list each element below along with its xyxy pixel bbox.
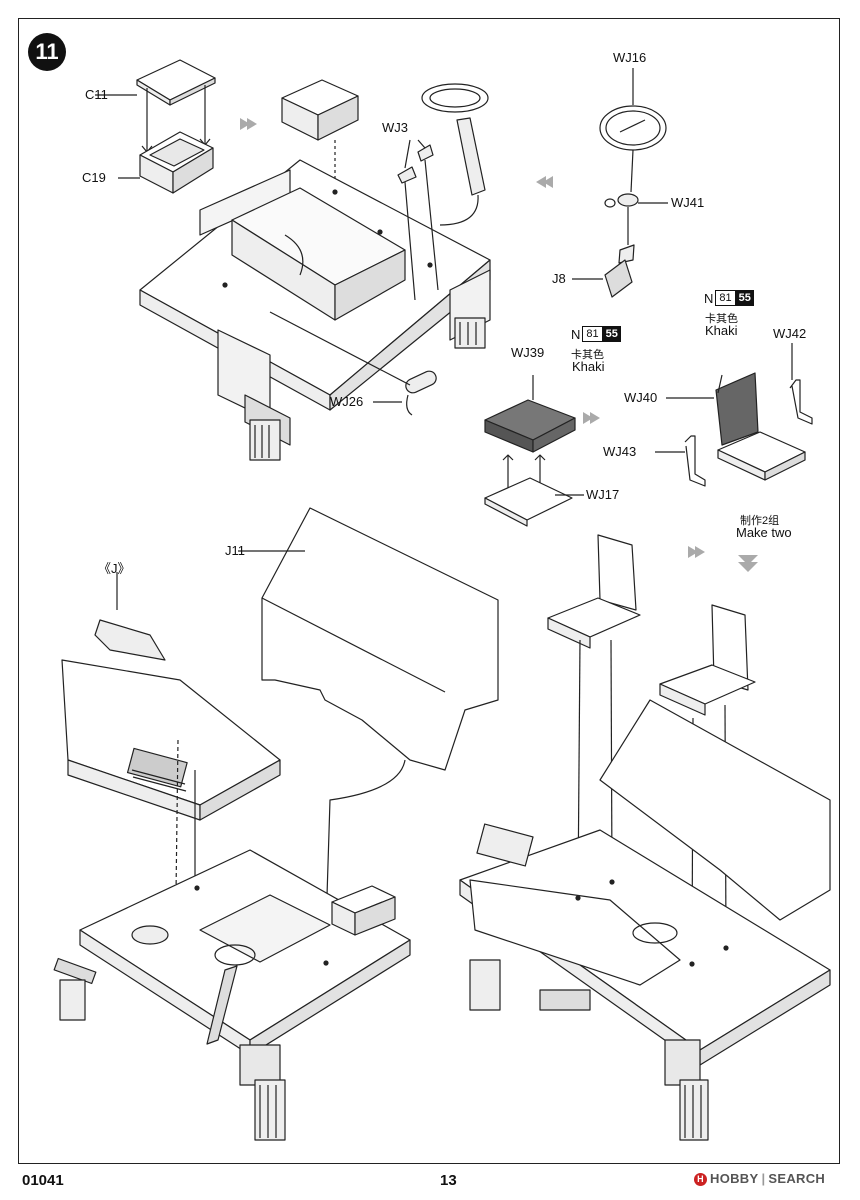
part-j11-panel (261, 507, 499, 771)
label-wj16: WJ16 (613, 50, 647, 65)
paint-code: 55 (602, 326, 621, 342)
chassis-assembled-right (459, 699, 831, 1141)
flow-arrow-left-icon (536, 176, 553, 188)
part-c19-box (139, 131, 214, 194)
paint-prefix: N (571, 326, 581, 342)
part-wj17-base (484, 477, 573, 527)
brand-part-a: HOBBY (710, 1171, 759, 1186)
label-wj17: WJ17 (586, 487, 620, 502)
paint-callout-wj40: N 81 55 (704, 290, 754, 306)
label-wj43: WJ43 (603, 444, 637, 459)
kit-code: 01041 (22, 1172, 64, 1189)
page-frame (18, 18, 840, 1164)
part-j-dashboard (61, 619, 281, 821)
part-wj3-pedals (397, 144, 434, 184)
paint-name-en: Khaki (572, 359, 605, 374)
label-j-reference: 《J》 (98, 561, 131, 576)
seat-cushion-wj40 (717, 431, 806, 481)
part-wj26-extinguisher (405, 370, 437, 416)
flow-arrow-right-icon (240, 118, 257, 130)
label-wj3: WJ3 (382, 120, 408, 135)
part-wj41-hub (604, 193, 639, 208)
label-wj39: WJ39 (511, 345, 545, 360)
part-c11-lid (136, 59, 216, 106)
flow-arrow-right-icon (688, 546, 705, 558)
paint-prefix: N (704, 290, 714, 306)
step-number-badge: 11 (28, 33, 66, 71)
part-wj42-bracket (789, 379, 813, 425)
seat-lower (659, 604, 756, 716)
label-wj26: WJ26 (330, 394, 364, 409)
label-j8: J8 (552, 271, 566, 286)
page-number: 13 (440, 1172, 457, 1189)
paint-name-en: Khaki (705, 323, 738, 338)
label-wj40: WJ40 (624, 390, 658, 405)
part-wj39-cushion (484, 399, 576, 453)
make-two-zh: 制作2组 (740, 515, 780, 527)
paint-name-zh: 卡其色 (571, 349, 604, 361)
label-c11: C11 (85, 87, 108, 102)
label-wj42: WJ42 (773, 326, 807, 341)
part-wj40-seatback (715, 372, 759, 446)
paint-number: 81 (715, 290, 736, 306)
part-j8-column (604, 244, 635, 298)
flow-arrow-right-icon (583, 412, 600, 424)
part-wj43-bracket (684, 435, 706, 487)
make-two-en: Make two (736, 525, 792, 540)
hobby-search-logo-icon: H (694, 1173, 707, 1187)
label-c19: C19 (82, 170, 106, 185)
label-j11: J11 (225, 543, 245, 558)
brand-part-b: SEARCH (768, 1171, 826, 1186)
part-wj16-steering-wheel (599, 105, 667, 151)
label-wj41: WJ41 (671, 195, 705, 210)
flow-arrow-down-icon (738, 555, 758, 572)
paint-code: 55 (735, 290, 754, 306)
chassis-floor-top (139, 79, 491, 461)
seat-upper (547, 534, 641, 649)
part-steering-column-top (421, 83, 489, 196)
paint-callout-wj39: N 81 55 (571, 326, 621, 342)
chassis-assembled-left (53, 849, 411, 1141)
paint-name-zh: 卡其色 (705, 313, 738, 325)
paint-number: 81 (582, 326, 603, 342)
